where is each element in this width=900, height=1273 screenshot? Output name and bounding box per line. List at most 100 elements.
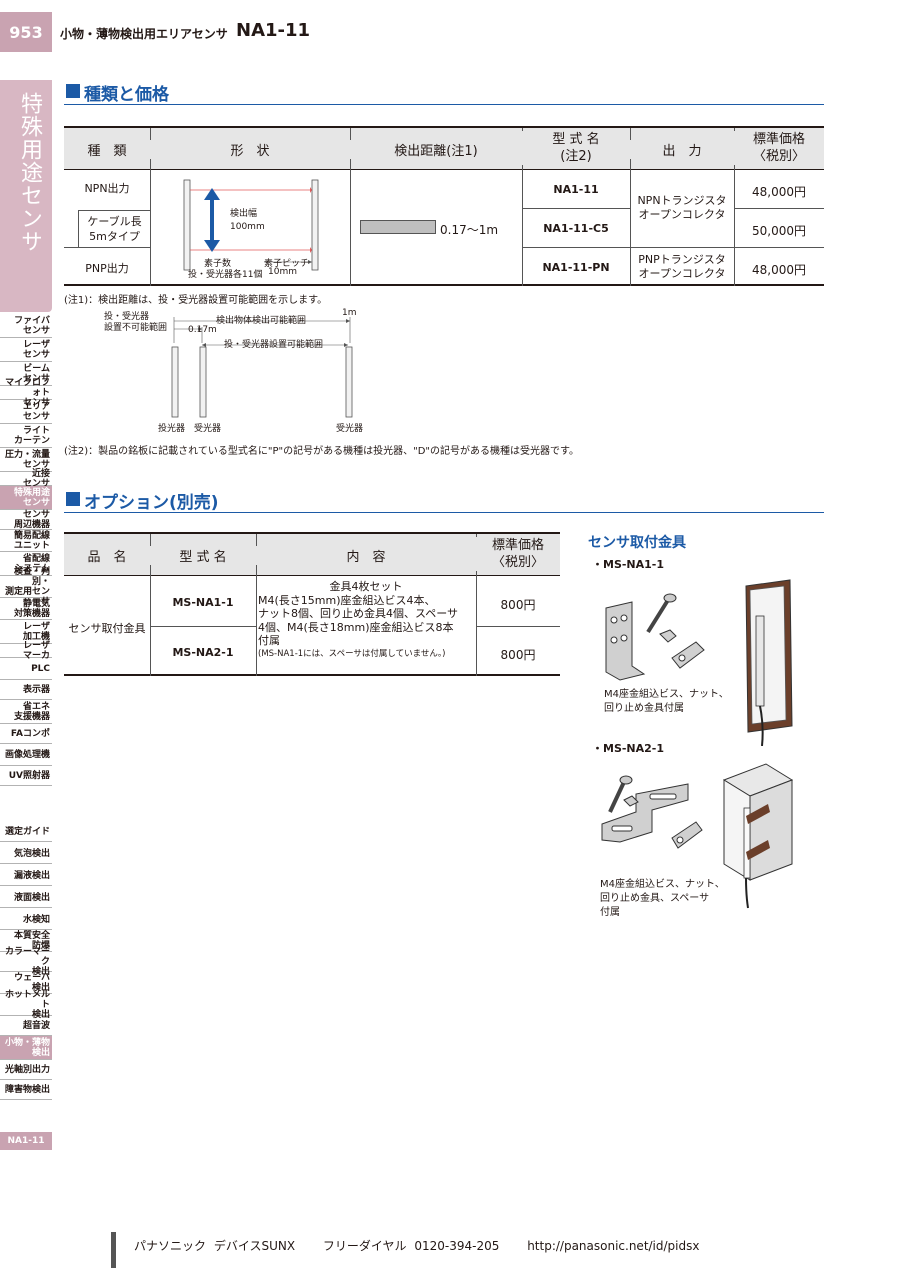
opt-product-name: センサ取付金具 <box>68 622 146 635</box>
sidebar-nav-item[interactable]: 圧力・流量 センサ <box>0 448 52 472</box>
sidebar-category-panel <box>0 80 52 312</box>
sidebar-nav-item[interactable]: 画像処理機 <box>0 744 52 766</box>
row-type-pnp: PNP出力 <box>85 262 129 275</box>
header-model: NA1-11 <box>236 20 311 41</box>
diagram-detect-range: 検出物体検出可能範囲 <box>216 316 307 326</box>
shape-width-value: 100mm <box>230 222 265 232</box>
output-pnp: PNPトランジスタ オープンコレクタ <box>638 253 726 280</box>
section-marker <box>66 492 80 506</box>
col-header-type: 種 類 <box>64 140 150 159</box>
sidebar-nav-item[interactable]: センサ 周辺機器 <box>0 510 52 530</box>
opt-model-ms-na1-1: MS-NA1-1 <box>172 596 234 609</box>
footer-company: パナソニック デバイスSUNX <box>134 1239 296 1253</box>
options-table: 品 名 型 式 名 内 容 標準価格 〈税別〉 センサ取付金具 MS-NA1-1… <box>64 532 560 676</box>
sensor-shape-diagram <box>183 179 319 271</box>
sidebar-nav-item[interactable]: 光軸別出力 <box>0 1060 52 1080</box>
row-type-npn: NPN出力 <box>84 182 130 195</box>
bracket-title: センサ取付金具 <box>588 535 686 551</box>
section1-title: 種類と価格 <box>84 85 169 105</box>
sidebar-nav-item[interactable]: マイクロフォト センサ <box>0 378 52 408</box>
sidebar-nav-item[interactable]: 超音波 <box>0 1016 52 1036</box>
sidebar-nav-item[interactable]: UV照射器 <box>0 766 52 786</box>
footer-bar <box>111 1232 116 1268</box>
output-npn: NPNトランジスタ オープンコレクタ <box>637 194 727 221</box>
sidebar-nav-item[interactable]: ライト カーテン <box>0 424 52 448</box>
sidebar-nav-item[interactable]: 静電気 対策機器 <box>0 598 52 620</box>
col-header-distance: 検出距離(注1) <box>350 140 522 159</box>
sidebar-nav-item[interactable]: エリア センサ <box>0 400 52 424</box>
bracket-ms-na2-1-illustration <box>601 763 794 909</box>
shape-pitch-label: 素子ピッチ <box>264 259 310 269</box>
model-na1-11: NA1-11 <box>553 183 599 196</box>
sidebar-category-label: 特殊用途センサ <box>17 92 42 253</box>
footer-url[interactable]: http://panasonic.net/id/pidsx <box>527 1239 700 1253</box>
price-na1-11: 48,000円 <box>752 185 806 199</box>
diagram-emitter-label: 投光器 <box>158 424 186 434</box>
section-marker <box>66 84 80 98</box>
shape-elements-label: 素子数 <box>204 259 232 269</box>
sidebar-nav-item[interactable]: レーザ センサ <box>0 338 52 362</box>
bracket-item1-label: ・MS-NA1-1 <box>592 558 665 571</box>
sidebar-current-model[interactable]: NA1-11 <box>0 1132 52 1150</box>
sidebar-nav-item[interactable]: 簡易配線 ユニット <box>0 530 52 552</box>
sidebar-nav-item[interactable]: ビーム センサ <box>0 362 52 386</box>
sidebar-nav-item[interactable]: 近接 センサ <box>0 469 52 489</box>
section2-rule <box>64 512 824 513</box>
model-na1-11-c5: NA1-11-C5 <box>543 222 609 235</box>
sidebar-nav-item[interactable]: 検査・判別・ 測定用センサ <box>0 567 52 607</box>
bracket-desc2: M4座金組込ビス、ナット、 回り止め金具、スペーサ 付属 <box>600 879 725 918</box>
sidebar-nav-item[interactable]: ホットメルト 検出 <box>0 990 52 1020</box>
installation-range-diagram <box>171 317 353 418</box>
header-subtitle: 小物・薄物検出用エリアセンサ <box>60 27 228 41</box>
sidebar-nav-item[interactable]: レーザ 加工機 <box>0 620 52 644</box>
sidebar-nav-item[interactable]: 漏液検出 <box>0 866 52 886</box>
distance-bar <box>360 220 436 234</box>
sidebar-nav-item[interactable]: 障害物検出 <box>0 1080 52 1100</box>
distance-value: 0.17〜1m <box>440 223 499 237</box>
sidebar-nav-item[interactable]: 省エネ 支援機器 <box>0 700 52 724</box>
opt-price-ms-na2-1: 800円 <box>500 648 536 662</box>
types-table: 種 類 形 状 検出距離(注1) 型 式 名 (注2) 出 力 標準価格 〈税別… <box>64 126 824 286</box>
bracket-item2-label: ・MS-NA2-1 <box>592 742 665 755</box>
sidebar-nav-item[interactable]: 本質安全 防爆 <box>0 930 52 952</box>
shape-elements-value: 投・受光器各11個 <box>188 270 263 280</box>
model-na1-11-pn: NA1-11-PN <box>542 261 610 274</box>
opt-content: 金具4枚セット M4(長さ15mm)座金組込ビス4本、 ナット8個、回り止め金具… <box>258 580 459 659</box>
note-1: (注1)：検出距離は、投・受光器設置可能範囲を示します。 <box>64 295 328 306</box>
col-header-shape: 形 状 <box>150 140 350 159</box>
bracket-desc1: M4座金組込ビス、ナット、 回り止め金具付属 <box>604 689 729 714</box>
sidebar-nav-item[interactable]: 表示器 <box>0 680 52 700</box>
sidebar-nav-item[interactable]: ファイバ センサ <box>0 314 52 338</box>
sidebar-nav-item[interactable]: レーザ マーカ <box>0 641 52 661</box>
opt-header-product: 品 名 <box>64 546 150 565</box>
footer: パナソニック デバイスSUNX フリーダイヤル 0120-394-205 htt… <box>134 1237 699 1254</box>
sidebar-nav-item[interactable]: 気泡検出 <box>0 844 52 864</box>
sidebar-nav-item[interactable]: 選定ガイド <box>0 822 52 842</box>
sidebar-nav-item[interactable]: 小物・薄物 検出 <box>0 1036 52 1060</box>
sidebar-nav-item[interactable]: 液面検出 <box>0 888 52 908</box>
opt-model-ms-na2-1: MS-NA2-1 <box>172 646 234 659</box>
sidebar-nav-item[interactable]: PLC <box>0 658 52 680</box>
sidebar-nav-item[interactable]: 特殊用途 センサ <box>0 486 52 510</box>
diagram-receiver-label: 受光器 <box>194 424 222 434</box>
sidebar-nav-item[interactable]: ウェーハ 検出 <box>0 972 52 994</box>
opt-header-model: 型 式 名 <box>150 546 256 565</box>
price-na1-11-c5: 50,000円 <box>752 224 806 238</box>
page-number: 953 <box>0 12 52 52</box>
sidebar-nav-item[interactable]: 水検知 <box>0 910 52 930</box>
col-header-model: 型 式 名 (注2) <box>522 131 630 165</box>
diagram-no-install-label: 投・受光器 設置不可能範囲 <box>104 312 168 333</box>
diagram-min-distance: 0.17m <box>188 325 217 335</box>
sidebar-nav-item[interactable]: 省配線 システム <box>0 552 52 576</box>
section1-rule <box>64 104 824 105</box>
diagram-max-distance: 1m <box>342 308 357 318</box>
col-header-price: 標準価格 〈税別〉 <box>734 131 824 165</box>
col-header-output: 出 力 <box>630 140 734 159</box>
opt-header-price: 標準価格 〈税別〉 <box>476 537 560 571</box>
diagram-receiver2-label: 受光器 <box>336 424 364 434</box>
bracket-ms-na1-1-illustration <box>605 579 793 746</box>
sidebar-nav-item[interactable]: カラーマーク 検出 <box>0 947 52 977</box>
price-na1-11-pn: 48,000円 <box>752 263 806 277</box>
row-type-cable: ケーブル長 5mタイプ <box>78 210 150 248</box>
sidebar-nav-item[interactable]: FAコンポ <box>0 724 52 744</box>
